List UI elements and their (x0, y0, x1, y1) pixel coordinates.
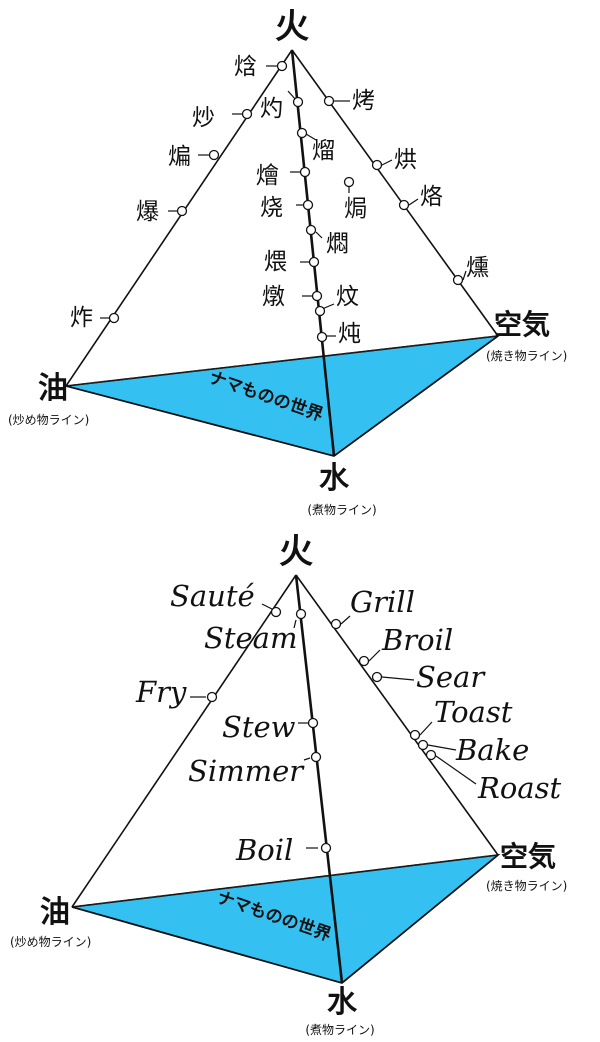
top-edge-oil-water (65, 385, 335, 457)
label-toast: Toast (434, 695, 513, 729)
top-vertex-oil: 油 (38, 371, 68, 406)
label-r3: 烙 (420, 184, 443, 210)
top-vertex-air: 空気 (494, 308, 550, 341)
top-edge-water-air (333, 335, 499, 457)
bottom-center-edge-points: Steam Stew Simmer Boil (188, 608, 332, 867)
top-edge-fire-oil (65, 49, 293, 387)
top-left-edge-points: 焓 炒 煸 爆 炸 (70, 54, 288, 331)
top-vertex-fire: 火 (275, 7, 309, 47)
label-saute: Sauté (170, 579, 255, 613)
label-c10: 炖 (338, 321, 361, 347)
label-steam: Steam (204, 621, 297, 655)
bottom-edge-water-air (341, 854, 499, 984)
label-l1: 焓 (234, 54, 257, 80)
top-vertex-oil-sub: (炒め物ライン) (8, 413, 89, 427)
bottom-edge-fire-water (294, 574, 344, 984)
label-c9: 炆 (336, 284, 359, 310)
top-vertex-water-sub: (煮物ライン) (307, 503, 376, 517)
top-vertex-water: 水 (319, 461, 350, 496)
bottom-vertex-oil: 油 (40, 895, 70, 930)
label-simmer: Simmer (188, 754, 305, 788)
top-center-edge-points: 灼 熘 燴 焗 烧 燜 煨 燉 炆 炖 (256, 90, 367, 347)
label-l3: 煸 (168, 144, 191, 170)
label-c6: 煨 (264, 249, 287, 275)
label-c1: 灼 (260, 96, 283, 122)
bottom-diagram: 火 空気 (焼き物ライン) 油 (炒め物ライン) 水 (煮物ライン) ナマものの… (10, 532, 567, 1037)
bottom-edge-oil-water (71, 906, 343, 984)
top-edge-fire-air (291, 49, 499, 337)
bottom-edge-fire-oil (71, 574, 297, 908)
bottom-vertex-oil-sub: (炒め物ライン) (10, 935, 91, 949)
label-stew: Stew (222, 710, 296, 744)
label-l2: 炒 (192, 105, 215, 131)
top-base-dashed-edge (65, 335, 499, 387)
bottom-right-edge-points: Grill Broil Sear Toast Bake Roast (330, 585, 561, 805)
top-right-edge-points: 烤 烘 烙 燻 (323, 88, 489, 286)
label-c4: 烧 (260, 195, 283, 221)
label-r1: 烤 (352, 88, 375, 114)
label-broil: Broil (381, 623, 453, 657)
label-l4: 爆 (136, 199, 159, 225)
label-r4: 燻 (466, 255, 489, 281)
bottom-vertex-water: 水 (327, 985, 358, 1020)
label-sear: Sear (416, 660, 486, 694)
label-roast: Roast (477, 771, 561, 805)
label-fry: Fry (135, 675, 187, 709)
bottom-base-dashed-edge (71, 854, 499, 908)
top-edge-fire-water (290, 49, 336, 457)
bottom-vertex-water-sub: (煮物ライン) (305, 1023, 374, 1037)
bottom-vertex-air-sub: (焼き物ライン) (486, 879, 567, 893)
label-c2: 熘 (312, 138, 335, 164)
label-bake: Bake (455, 733, 529, 767)
label-c8: 燉 (262, 284, 285, 310)
label-grill: Grill (350, 585, 415, 619)
bottom-edge-fire-air (295, 574, 499, 856)
top-diagram: 火 空気 (焼き物ライン) 油 (炒め物ライン) 水 (煮物ライン) ナマものの… (8, 7, 567, 517)
label-c3: 燴 (256, 163, 279, 189)
label-c5: 焗 (344, 196, 367, 222)
label-boil: Boil (235, 833, 293, 867)
label-r2: 烘 (394, 147, 417, 173)
label-c7: 燜 (326, 231, 349, 257)
top-vertex-air-sub: (焼き物ライン) (486, 349, 567, 363)
label-l5: 炸 (70, 305, 93, 331)
bottom-vertex-air: 空気 (500, 840, 556, 873)
bottom-left-edge-points: Sauté Fry (135, 579, 282, 709)
bottom-vertex-fire: 火 (279, 532, 313, 572)
